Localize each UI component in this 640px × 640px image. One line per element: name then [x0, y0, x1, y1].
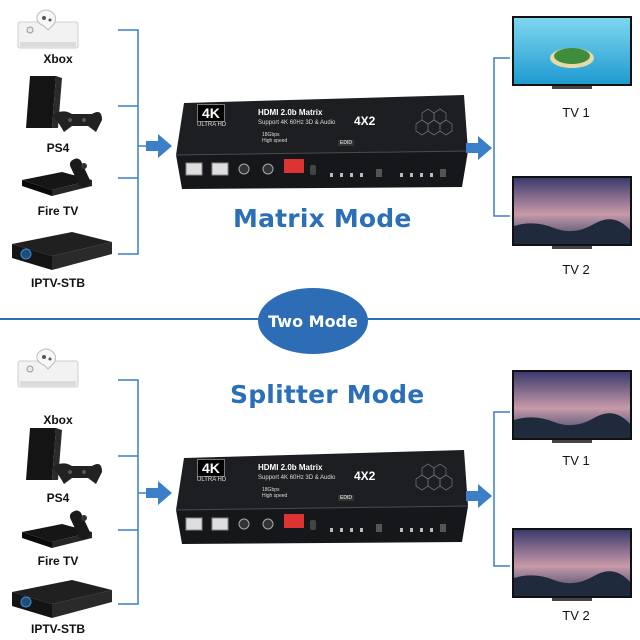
- splitter-mode-title: Splitter Mode: [230, 380, 424, 409]
- tv-1-label: TV 1: [546, 453, 606, 468]
- tv-1-screen: [512, 370, 632, 448]
- tv-2-label: TV 2: [546, 608, 606, 623]
- tv-2-screen: [512, 528, 632, 606]
